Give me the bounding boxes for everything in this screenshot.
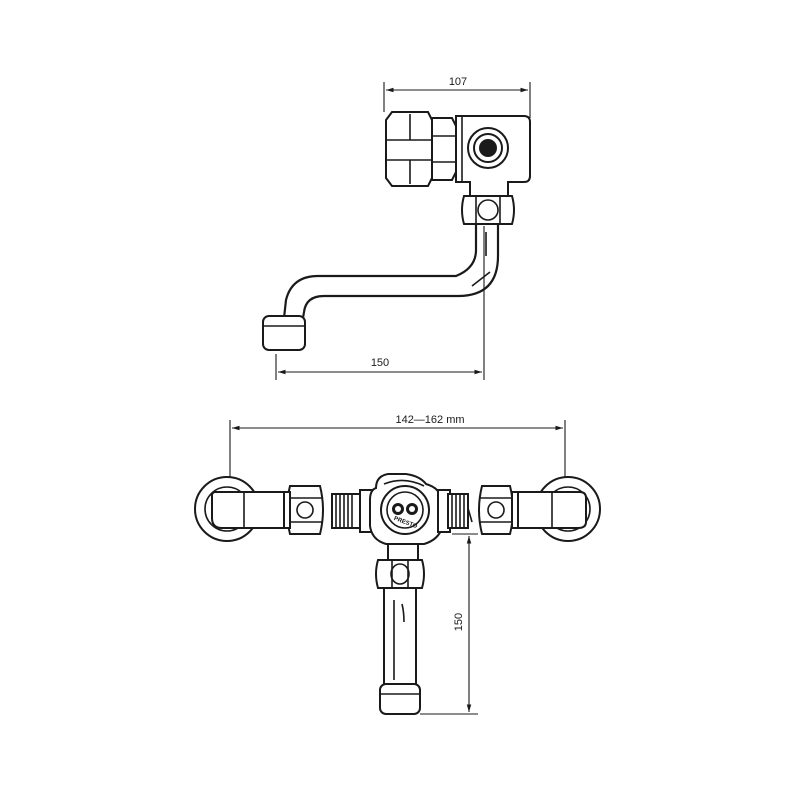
front-spout-pipe [379, 587, 421, 715]
side-hex-nut [385, 111, 433, 187]
dim-label-span: 142—162 mm [395, 414, 464, 426]
dim-label-drop: 150 [453, 613, 465, 631]
left-threaded-connector [331, 489, 373, 533]
left-wall-rosette [194, 476, 287, 542]
right-union-nut [478, 485, 519, 535]
side-valve-body [455, 115, 531, 197]
right-wall-rosette [517, 476, 601, 542]
side-coupling [431, 117, 457, 181]
side-union-nut [461, 195, 515, 225]
side-spout [262, 224, 500, 351]
central-valve-handle: PRESTO [369, 473, 443, 545]
front-neck [375, 543, 425, 589]
front-view: 142—162 mm [194, 414, 601, 715]
dim-label-reach: 150 [371, 357, 389, 369]
dim-label-width: 107 [449, 76, 467, 88]
left-union-nut [283, 485, 324, 535]
right-threaded-connector [437, 489, 473, 533]
side-view: 107 [262, 76, 531, 380]
